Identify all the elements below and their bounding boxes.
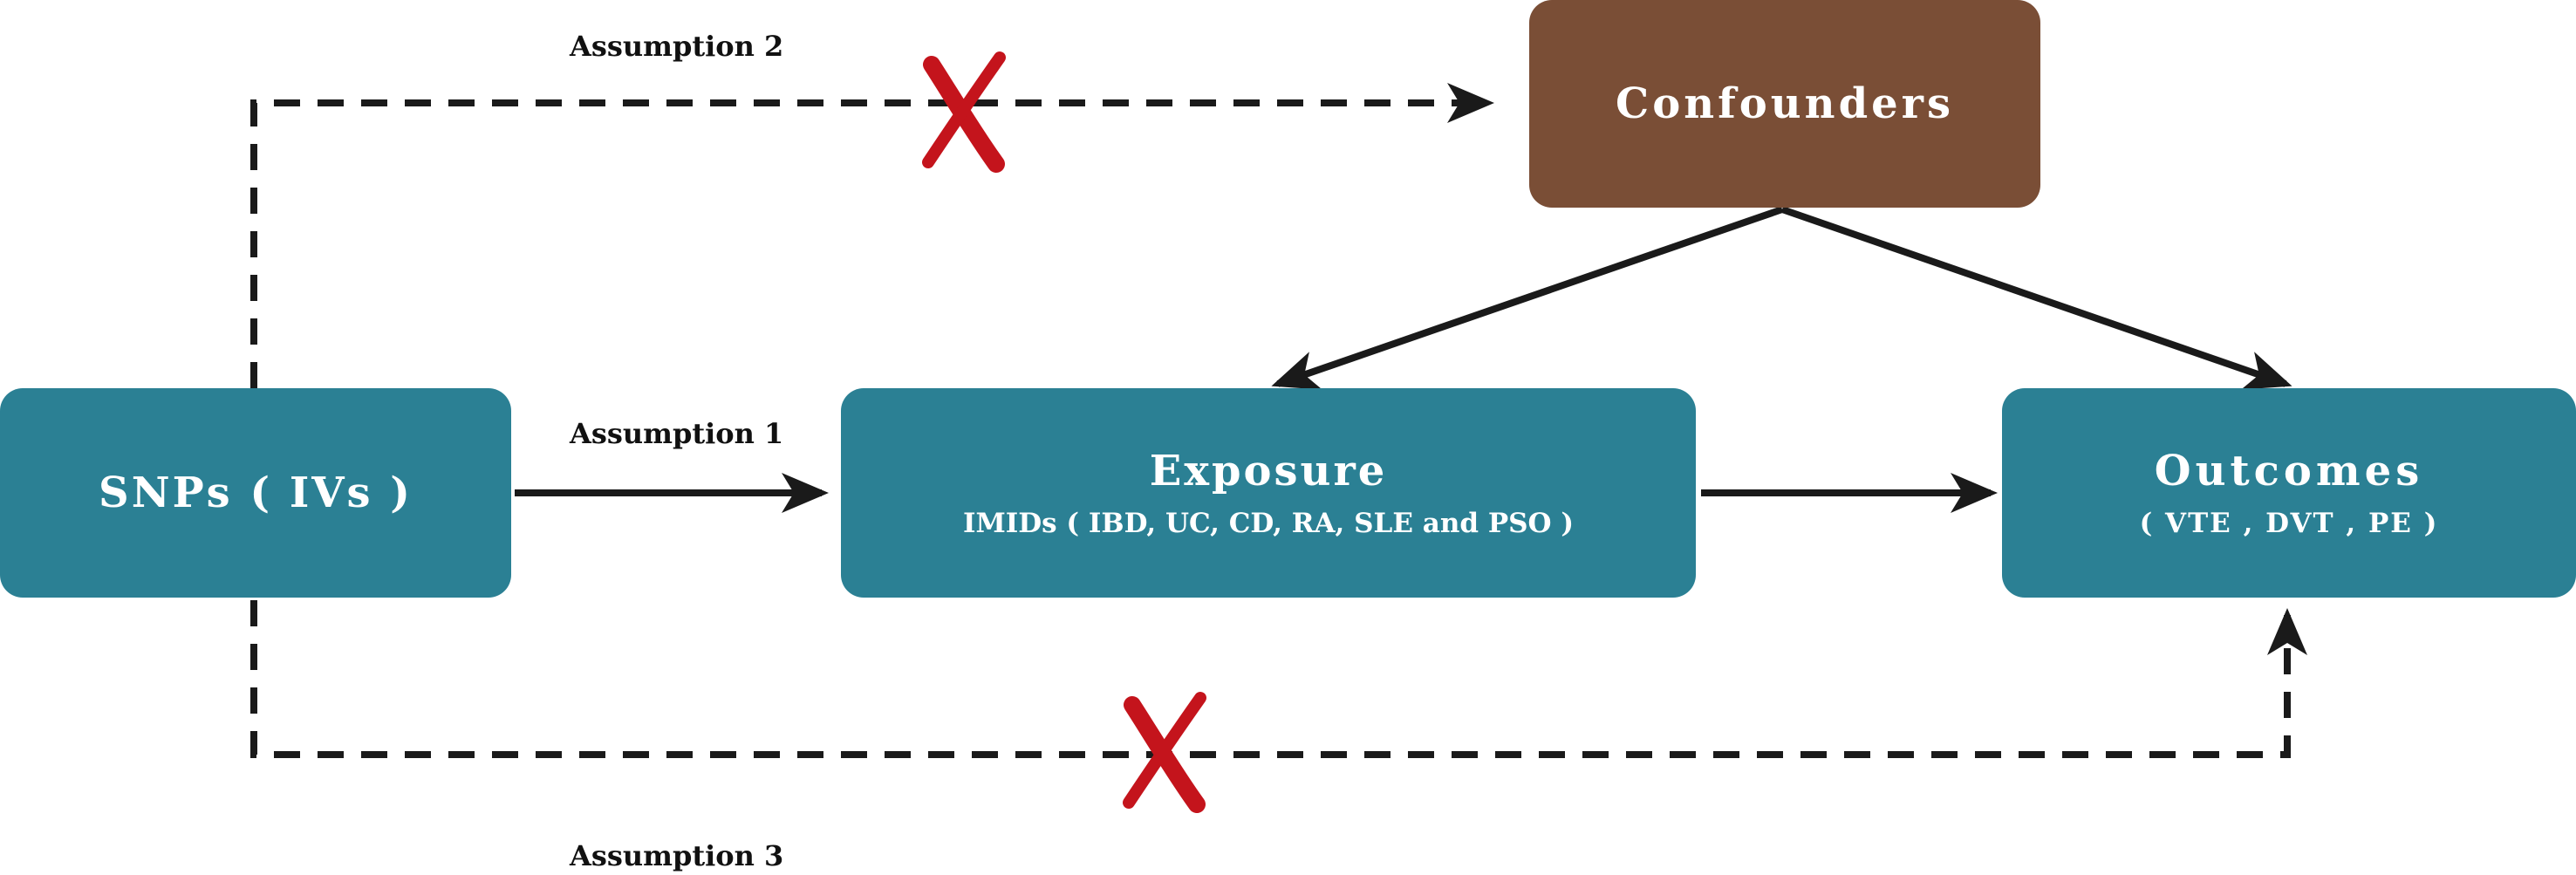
snps-node: SNPs ( IVs ) [0,388,511,598]
assumption-1-label: Assumption 1 [570,417,784,450]
outcomes-title: Outcomes [2154,447,2424,496]
exposure-node: Exposure IMIDs ( IBD, UC, CD, RA, SLE an… [841,388,1696,598]
assumption-3-dashed-connector [250,600,2307,758]
exposure-subtitle: IMIDs ( IBD, UC, CD, RA, SLE and PSO ) [962,508,1574,539]
outcomes-subtitle: ( VTE , DVT , PE ) [2139,508,2439,539]
violation-cross-icon [1123,692,1206,813]
snps-title: SNPs ( IVs ) [99,468,413,517]
confounders-title: Confounders [1616,79,1954,128]
confounders-to-exposure-arrow [1271,206,1784,390]
confounders-to-outcomes-arrow [1780,206,2292,390]
violation-cross-icon [922,51,1006,173]
assumption-2-label: Assumption 2 [570,30,784,63]
assumption-3-label: Assumption 3 [570,839,784,872]
outcomes-node: Outcomes ( VTE , DVT , PE ) [2002,388,2576,598]
confounders-node: Confounders [1529,0,2040,208]
exposure-title: Exposure [1149,447,1388,496]
assumption-2-dashed-connector [250,83,1494,388]
